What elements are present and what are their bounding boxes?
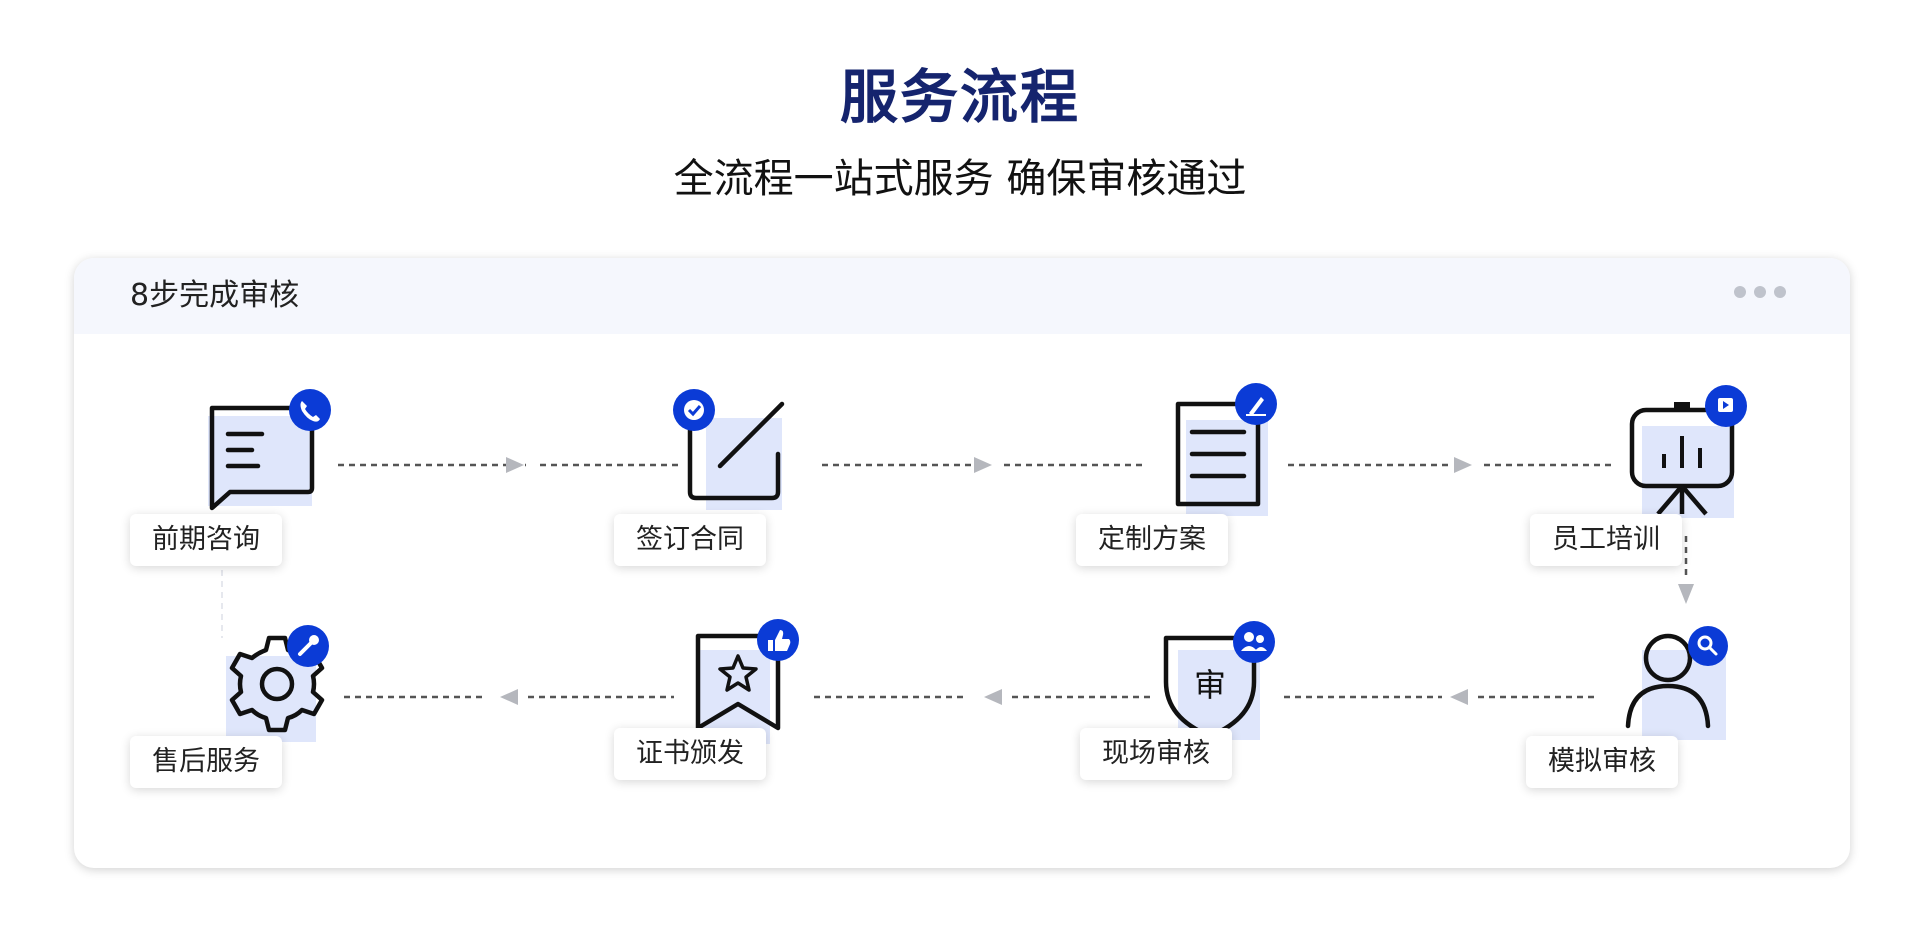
process-diagram: 审 (208, 383, 1747, 744)
step-label-4: 员工培训 (1530, 514, 1682, 566)
page-title: 服务流程 (839, 63, 1080, 131)
step-label-5: 模拟审核 (1526, 736, 1678, 788)
connector-6-7 (814, 689, 1150, 705)
check-icon (673, 389, 715, 431)
connector-3-4 (1288, 457, 1612, 473)
phone-icon (289, 389, 331, 431)
thumbs-up-icon (757, 619, 799, 661)
document-icon (1175, 401, 1268, 516)
card-header: 8步完成审核 (74, 258, 1850, 334)
connector-5-6 (1284, 689, 1596, 705)
step-label-1: 前期咨询 (130, 514, 282, 566)
gear-icon (226, 635, 325, 742)
shield-character: 审 (1194, 666, 1226, 704)
step-label-2: 签订合同 (614, 514, 766, 566)
shield-icon: 审 (1163, 635, 1260, 740)
step-label-3: 定制方案 (1076, 514, 1228, 566)
connector-1-2 (338, 457, 680, 473)
step-label-7: 证书颁发 (614, 728, 766, 780)
wrench-icon (287, 625, 329, 667)
pen-icon (1235, 383, 1277, 425)
video-icon (1705, 385, 1747, 427)
presentation-board-icon (1629, 402, 1735, 518)
search-icon (1688, 626, 1728, 666)
more-menu-icon[interactable] (1734, 286, 1786, 298)
step-label-6: 现场审核 (1080, 728, 1232, 780)
edit-square-icon (687, 401, 785, 510)
step-label-8: 售后服务 (130, 736, 282, 788)
group-icon (1233, 621, 1275, 663)
connector-4-5 (1678, 536, 1694, 604)
connector-7-8 (344, 689, 674, 705)
page-subtitle: 全流程一站式服务 确保审核通过 (673, 156, 1247, 202)
process-card: 8步完成审核 (74, 258, 1850, 868)
card-title: 8步完成审核 (130, 278, 300, 313)
connector-2-3 (822, 457, 1146, 473)
